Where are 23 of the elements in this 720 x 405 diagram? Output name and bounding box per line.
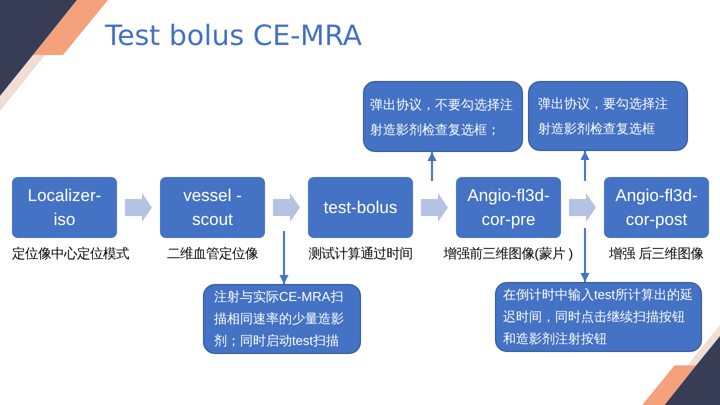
step-caption: 增强前三维图像(蒙片 ): [444, 245, 574, 262]
arrow: [580, 228, 590, 282]
step-caption: 增强 后三维图像: [609, 245, 704, 262]
callout-box: 在倒计时中输入test所计算出的延迟时间，同时点击继续扫描按钮和造影剂注射按钮: [495, 282, 702, 352]
process-box: vessel - scout: [160, 177, 265, 238]
callout-box: 注射与实际CE-MRA扫描相同速率的少量造影剂；同时启动test扫描: [203, 284, 361, 354]
step-caption: 测试计算通过时间: [308, 245, 412, 262]
process-box: Angio-fl3d-cor-pre: [456, 177, 561, 238]
arrow: [428, 152, 436, 181]
arrow: [421, 193, 448, 222]
step-caption: 定位像中心定位模式: [12, 245, 129, 262]
arrow: [280, 231, 288, 284]
arrow: [125, 193, 152, 222]
process-box: test-bolus: [308, 177, 413, 238]
step-caption: 二维血管定位像: [167, 245, 258, 262]
callout-box: 弹出协议，要勾选择注射造影剂检查复选框: [528, 81, 688, 151]
arrow: [580, 151, 590, 181]
arrow: [273, 193, 300, 222]
process-box: Angio-fl3d-cor-post: [604, 177, 709, 238]
title: Test bolus CE-MRA: [105, 18, 362, 53]
process-box: Localizer-iso: [12, 177, 117, 238]
callout-box: 弹出协议，不要勾选择注射造影剂检查复选框；: [363, 81, 523, 152]
arrow: [569, 193, 596, 222]
